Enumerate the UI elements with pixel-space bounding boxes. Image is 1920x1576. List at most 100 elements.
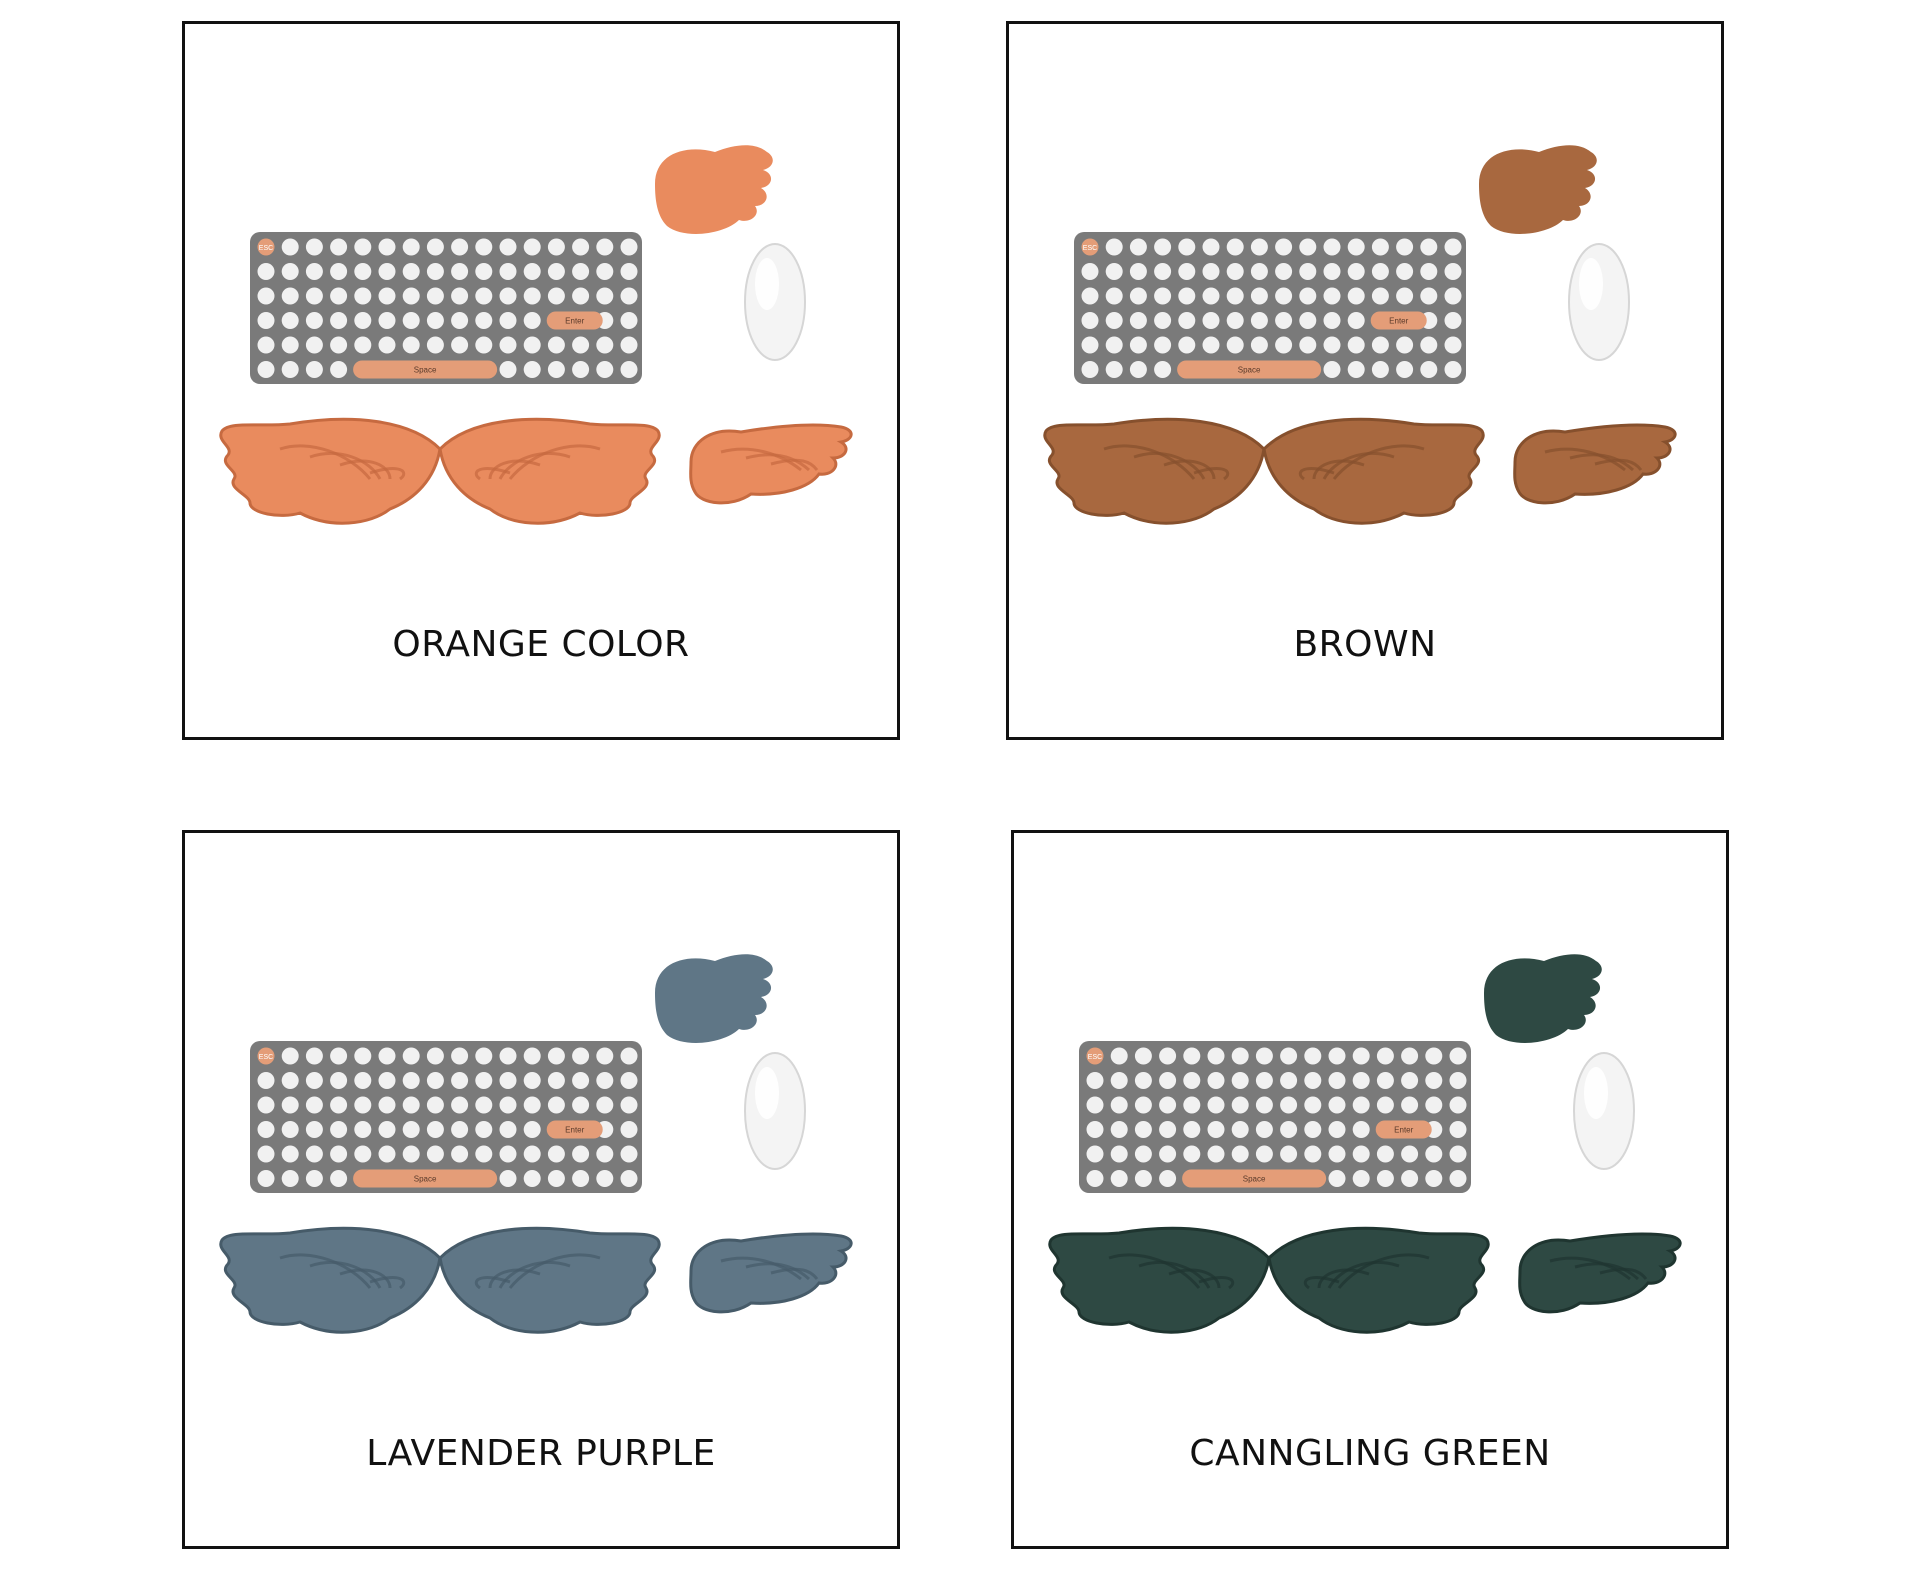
key: [1134, 1145, 1152, 1163]
key: [1183, 1121, 1201, 1138]
key: [1420, 336, 1438, 354]
enter-key-label: Enter: [565, 317, 584, 326]
key: [1401, 1170, 1419, 1187]
key: [523, 361, 541, 378]
key: [1154, 361, 1172, 378]
key: [572, 1145, 590, 1163]
key: [596, 1170, 614, 1187]
enter-key: [546, 311, 603, 330]
key: [330, 238, 348, 256]
key: [281, 1170, 299, 1187]
key: [1202, 287, 1220, 305]
key: [1299, 263, 1317, 280]
key: [281, 238, 299, 256]
key: [1396, 336, 1414, 354]
key: [1299, 238, 1317, 256]
key: [547, 361, 565, 378]
esc-key-label: ESC: [259, 245, 273, 252]
space-key-label: Space: [1243, 1175, 1266, 1184]
key: [523, 287, 541, 305]
mouse: [1568, 243, 1630, 361]
key: [1371, 361, 1389, 378]
key: [1376, 1170, 1394, 1187]
key: [1110, 1170, 1128, 1187]
key: [1255, 1072, 1273, 1089]
key: [1134, 1072, 1152, 1089]
variant-caption: CANNGLING GREEN: [1189, 1433, 1551, 1474]
wrist-rest: [219, 417, 661, 525]
key: [1401, 1047, 1419, 1065]
key: [499, 287, 517, 305]
key: [475, 1121, 493, 1138]
key: [1376, 1096, 1394, 1114]
key: [1275, 263, 1293, 280]
key: [1255, 1121, 1273, 1138]
space-key: [353, 1169, 498, 1188]
key: [499, 1072, 517, 1089]
key: [305, 287, 323, 305]
key: [499, 312, 517, 329]
key: [1250, 238, 1268, 256]
key: [354, 1072, 372, 1089]
space-key-label: Space: [414, 1175, 437, 1184]
key: [572, 1072, 590, 1089]
key: [330, 1096, 348, 1114]
key: [305, 263, 323, 280]
key: [1129, 263, 1147, 280]
key: [330, 287, 348, 305]
wrist-rest: [1043, 417, 1485, 525]
key: [1449, 1096, 1467, 1114]
key: [1352, 1145, 1370, 1163]
key: [330, 1047, 348, 1065]
key: [1231, 1121, 1249, 1138]
key: [378, 1096, 396, 1114]
key: [523, 1096, 541, 1114]
key: [1275, 336, 1293, 354]
enter-key-label: Enter: [1389, 317, 1408, 326]
variant-caption: BROWN: [1293, 624, 1437, 665]
key: [1420, 361, 1438, 378]
key: [1231, 1072, 1249, 1089]
key: [547, 336, 565, 354]
key: [499, 1170, 517, 1187]
key: [475, 238, 493, 256]
key: [1275, 238, 1293, 256]
key: [1420, 263, 1438, 280]
key: [305, 312, 323, 329]
key: [402, 287, 420, 305]
key: [499, 1047, 517, 1065]
key: [257, 361, 275, 378]
key: [1183, 1047, 1201, 1065]
key: [354, 287, 372, 305]
key: [1280, 1072, 1298, 1089]
key: [330, 1145, 348, 1163]
key: [1425, 1096, 1443, 1114]
key: [523, 1170, 541, 1187]
key: [1110, 1072, 1128, 1089]
space-key-label: Space: [414, 366, 437, 375]
key: [1280, 1096, 1298, 1114]
key: [1444, 336, 1462, 354]
variant-caption: LAVENDER PURPLE: [366, 1433, 716, 1474]
key: [547, 1072, 565, 1089]
key: [1231, 1047, 1249, 1065]
key: [499, 263, 517, 280]
key: [1420, 238, 1438, 256]
key: [1425, 1145, 1443, 1163]
key: [1280, 1047, 1298, 1065]
key: [402, 1047, 420, 1065]
key: [402, 238, 420, 256]
key: [1105, 238, 1123, 256]
key: [1396, 263, 1414, 280]
key: [572, 263, 590, 280]
key: [257, 1170, 275, 1187]
key: [305, 1096, 323, 1114]
key: [378, 336, 396, 354]
key: [1323, 263, 1341, 280]
key: [1081, 361, 1099, 378]
key: [1304, 1072, 1322, 1089]
key: [451, 1047, 469, 1065]
key: [451, 287, 469, 305]
